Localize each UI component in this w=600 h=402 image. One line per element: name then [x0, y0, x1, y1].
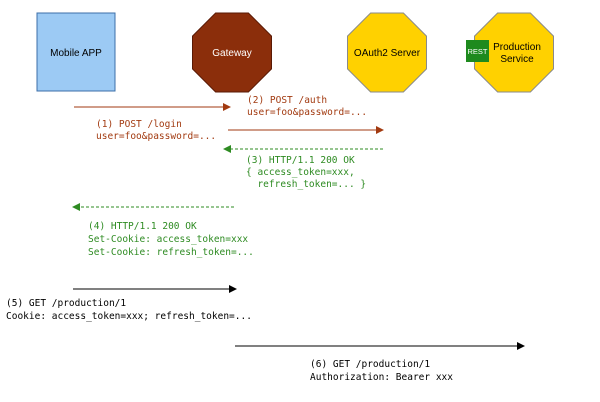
actor-oauth2-server: OAuth2 Server: [347, 12, 427, 93]
gateway-octagon: [192, 12, 272, 93]
message-4: (4) HTTP/1.1 200 OK Set-Cookie: access_t…: [72, 203, 254, 258]
mobile-app-label: Mobile APP: [50, 48, 102, 59]
message-4-line3: Set-Cookie: refresh_token=...: [88, 247, 254, 258]
message-2-line1: (2) POST /auth: [247, 95, 327, 106]
actor-gateway: Gateway: [192, 12, 272, 93]
production-service-label-line2: Service: [500, 54, 534, 65]
message-2-line2: user=foo&password=...: [247, 107, 367, 118]
message-4-line2: Set-Cookie: access_token=xxx: [88, 234, 248, 245]
actor-production-service: REST Production Service: [466, 12, 554, 93]
gateway-label: Gateway: [212, 48, 251, 59]
mobile-app-box: [36, 12, 116, 92]
message-5-line2: Cookie: access_token=xxx; refresh_token=…: [6, 311, 252, 322]
rest-badge: [466, 40, 489, 62]
actor-mobile-app: Mobile APP: [36, 12, 116, 92]
message-4-line1: (4) HTTP/1.1 200 OK: [88, 221, 197, 232]
message-1-line2: user=foo&password=...: [96, 131, 216, 142]
oauth2-server-label: OAuth2 Server: [354, 48, 421, 59]
message-5-line1: (5) GET /production/1: [6, 298, 126, 309]
message-1: (1) POST /login user=foo&password=...: [74, 103, 231, 142]
message-3: (3) HTTP/1.1 200 OK { access_token=xxx, …: [223, 145, 383, 190]
message-3-line2: { access_token=xxx,: [246, 167, 355, 178]
oauth2-server-octagon: [347, 12, 427, 93]
message-5: (5) GET /production/1 Cookie: access_tok…: [6, 285, 252, 322]
message-1-line1: (1) POST /login: [96, 119, 182, 130]
message-3-line3: refresh_token=... }: [246, 179, 366, 190]
message-3-line1: (3) HTTP/1.1 200 OK: [246, 155, 355, 166]
production-service-label-line1: Production: [493, 42, 541, 53]
message-6-line2: Authorization: Bearer xxx: [310, 372, 453, 383]
message-2: (2) POST /auth user=foo&password=...: [228, 95, 384, 134]
message-6-line1: (6) GET /production/1: [310, 359, 430, 370]
rest-badge-label: REST: [467, 47, 487, 56]
message-6: (6) GET /production/1 Authorization: Bea…: [235, 342, 525, 383]
